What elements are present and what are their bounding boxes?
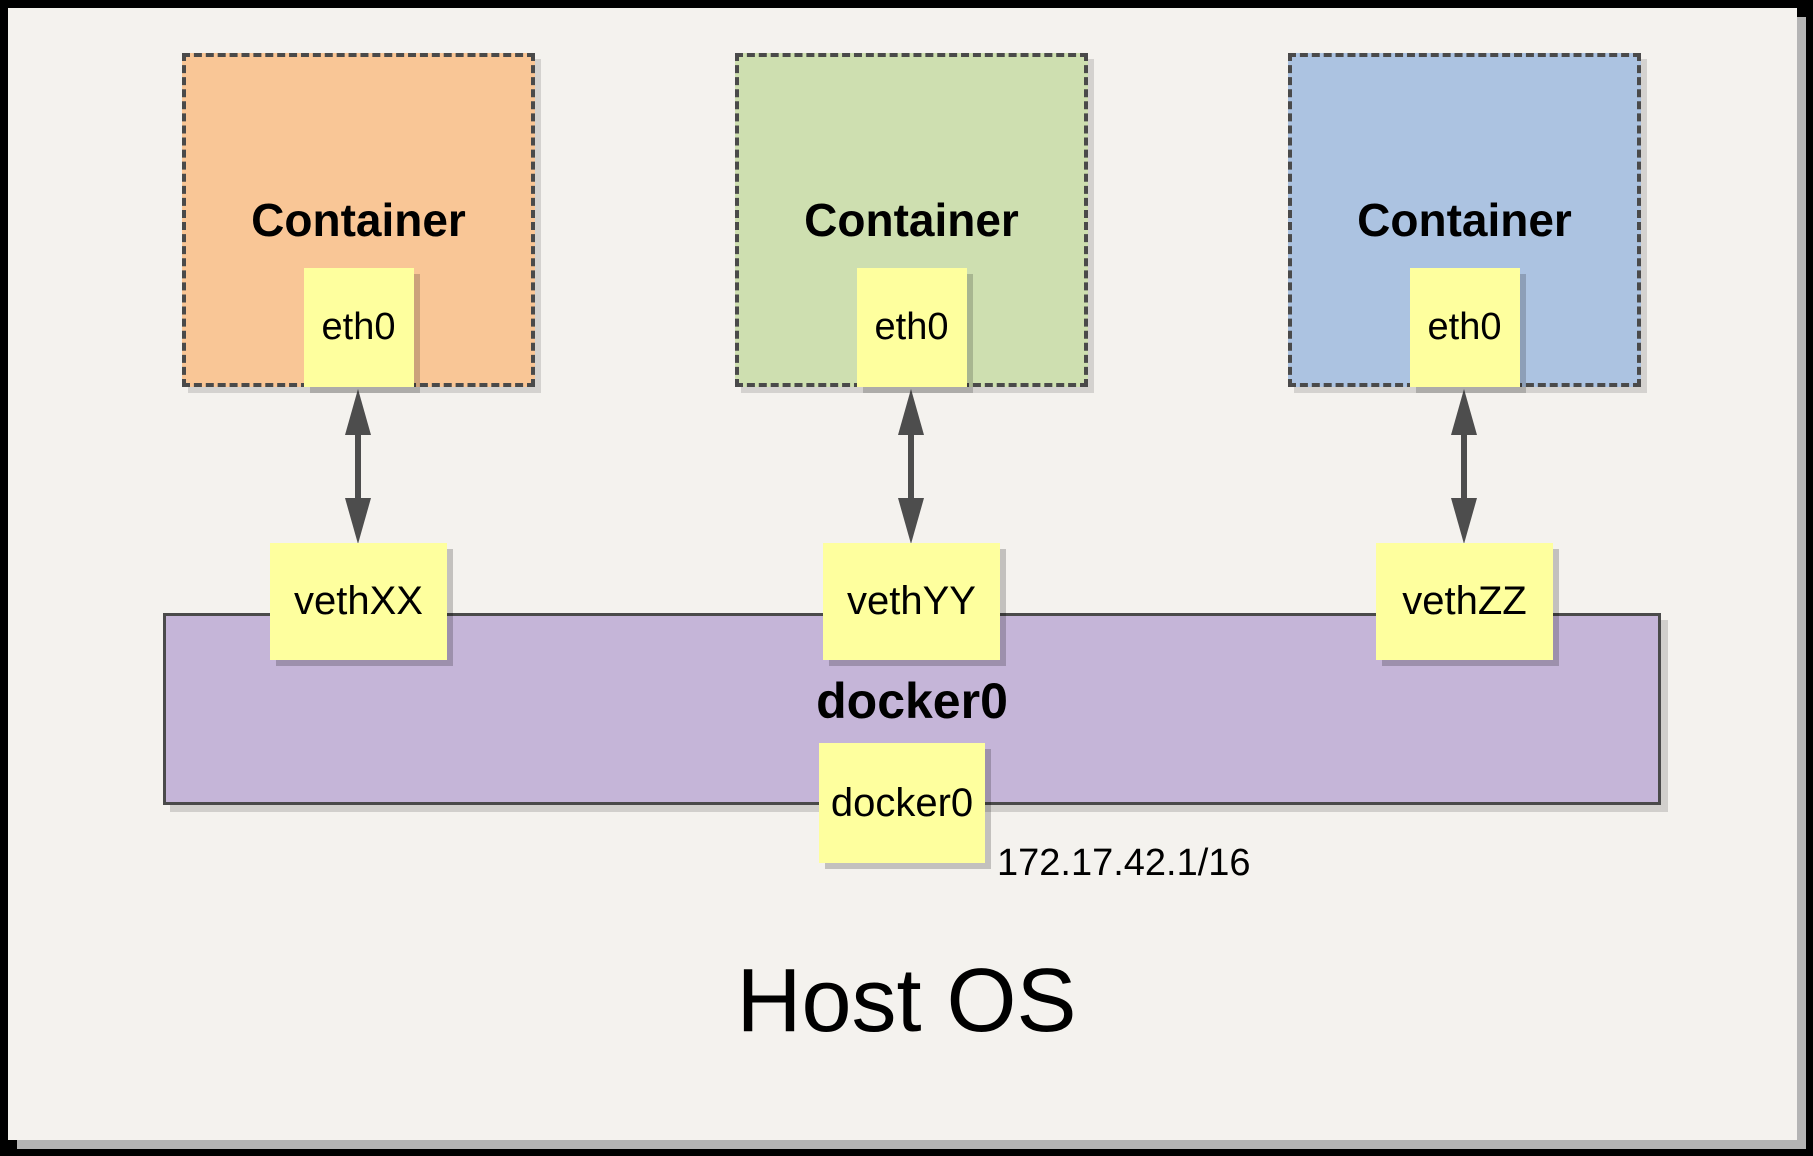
bridge-ip-address: 172.17.42.1/16 bbox=[997, 842, 1251, 884]
docker0-interface-node: docker0 bbox=[819, 743, 985, 863]
container-title: Container bbox=[251, 194, 466, 246]
bridge-title: docker0 bbox=[816, 673, 1008, 729]
vethxx-node: vethXX bbox=[270, 543, 447, 660]
double-arrow-icon bbox=[1451, 389, 1477, 544]
container-box-2: Container eth0 bbox=[735, 53, 1088, 387]
docker0-label: docker0 bbox=[830, 780, 974, 825]
container-title: Container bbox=[1357, 194, 1572, 246]
eth0-interface-node: eth0 bbox=[856, 268, 967, 387]
vethzz-label: vethZZ bbox=[1402, 579, 1527, 623]
container-box-1: Container eth0 bbox=[182, 53, 535, 387]
eth0-label: eth0 bbox=[1427, 306, 1502, 348]
vethzz-node: vethZZ bbox=[1376, 543, 1553, 660]
double-arrow-icon bbox=[345, 389, 371, 544]
host-os-label: Host OS bbox=[736, 951, 1077, 1051]
vethxx-label: vethXX bbox=[294, 579, 423, 623]
eth0-interface-node: eth0 bbox=[303, 268, 414, 387]
container-box-3: Container eth0 bbox=[1288, 53, 1641, 387]
double-arrow-icon bbox=[898, 389, 924, 544]
vethyy-node: vethYY bbox=[823, 543, 1000, 660]
eth0-label: eth0 bbox=[874, 306, 949, 348]
vethyy-label: vethYY bbox=[847, 579, 976, 623]
eth0-label: eth0 bbox=[321, 306, 396, 348]
eth0-interface-node: eth0 bbox=[1409, 268, 1520, 387]
container-title: Container bbox=[804, 194, 1019, 246]
